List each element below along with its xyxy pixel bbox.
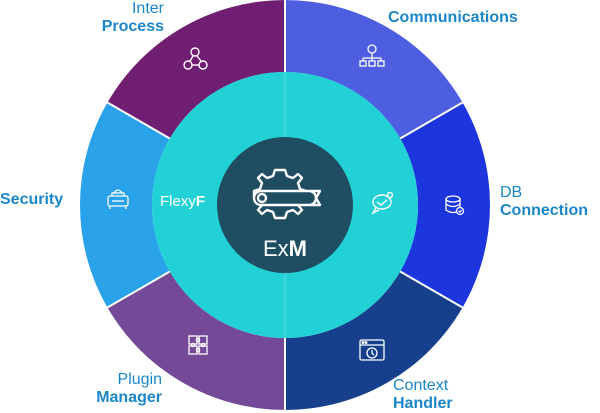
segment-divider-line (106, 270, 171, 309)
segment-inter-process (107, 0, 286, 139)
exm-label-bold: M (289, 236, 307, 261)
label-communications: Communications (388, 9, 518, 27)
gear-wrench-icon (252, 168, 322, 220)
label-inter-process: Inter Process (60, 0, 164, 36)
label-context-handler-line1: Context (393, 377, 449, 394)
segment-divider-line (106, 101, 171, 140)
segment-security (79, 102, 170, 308)
flexy-label-bold: F (196, 193, 205, 210)
segment-db-connection (400, 102, 490, 308)
label-db-connection-line2: Connection (500, 202, 588, 219)
flexy-label: FlexyF (160, 193, 205, 210)
label-context-handler: Context Handler (393, 377, 453, 413)
exm-label-light: Ex (263, 236, 289, 261)
database-check-icon (445, 195, 465, 216)
segment-dividers (106, 0, 464, 410)
segment-divider-line (399, 270, 464, 309)
flexy-label-light: Flexy (160, 193, 196, 210)
label-db-connection-line1: DB (500, 184, 523, 201)
exm-label: ExM (263, 236, 307, 261)
label-security-line1: Security (0, 191, 64, 208)
label-plugin-manager-line1: Plugin (117, 371, 162, 388)
label-db-connection: DB Connection (500, 184, 588, 220)
label-plugin-manager-line2: Manager (96, 389, 162, 406)
label-context-handler-line2: Handler (393, 395, 453, 412)
segment-context-handler (285, 271, 463, 410)
org-chart-icon (359, 44, 385, 67)
molecule-icon (183, 47, 208, 70)
chat-bubble-icon (371, 191, 394, 215)
label-security: Security (0, 191, 63, 209)
label-inter-process-line1: Inter (131, 0, 164, 17)
browser-clock-icon (359, 339, 385, 361)
router-icon (107, 189, 129, 209)
label-plugin-manager: Plugin Manager (60, 371, 162, 407)
segment-communications (285, 0, 463, 139)
label-inter-process-line2: Process (101, 18, 164, 35)
label-communications-line1: Communications (388, 9, 518, 26)
puzzle-icon (188, 335, 208, 355)
segment-divider-line (399, 101, 464, 140)
